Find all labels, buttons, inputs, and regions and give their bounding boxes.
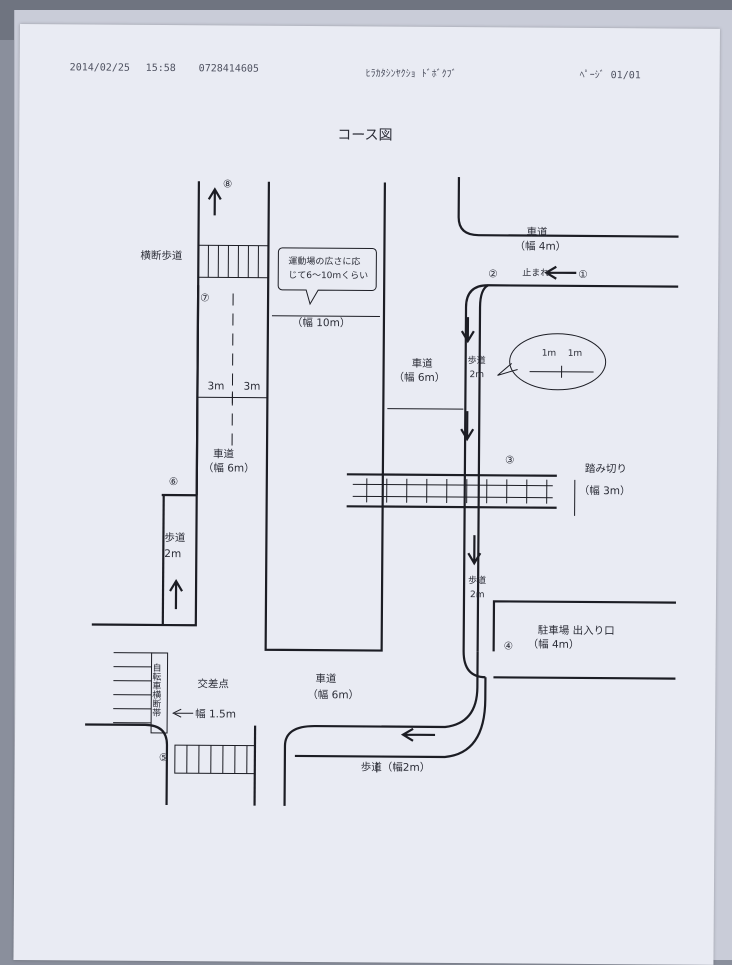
crosswalk-top	[198, 245, 268, 277]
marker-8: ⑧	[223, 178, 233, 190]
fax-page: 2014/02/25 15:58 0728414605 ﾋﾗｶﾀｼﾝﾔｸｼｮ ﾄ…	[13, 24, 720, 965]
field-block	[266, 182, 385, 651]
railroad-label: 踏み切り	[585, 462, 627, 475]
one-meter-label-a: 1m	[542, 349, 557, 359]
crosswalk-bottom	[175, 745, 255, 774]
measure-bubble	[509, 333, 605, 390]
right-road-inner-edge	[463, 285, 678, 678]
sidewalk-left-label: 歩道	[164, 531, 186, 544]
road-bottom-width-label: （幅 6m）	[307, 688, 359, 701]
road-left-width-label: （幅 6m）	[203, 461, 255, 474]
railroad-crossing	[347, 474, 557, 507]
left-road-outer-edge	[92, 181, 199, 626]
field-note-line2: じて6～10mくらい	[288, 270, 368, 282]
parking-lower-edge	[493, 677, 675, 678]
course-map: 横断歩道 運動場の広さに応 じて6～10mくらい （幅 10m） 車道 （幅 4…	[13, 24, 720, 965]
sidewalk-right2-width-label: 2m	[470, 590, 485, 600]
sidewalk-right-width-label: 2m	[470, 370, 485, 380]
marker-5: ⑤	[159, 752, 169, 764]
marker-4: ④	[504, 640, 514, 652]
left-road-center-line	[232, 293, 233, 445]
bike-width-label: 幅 1.5m	[195, 707, 236, 720]
bottom-road-upper-edge	[285, 650, 478, 807]
bike-crossing-label: 自転車横断帯	[150, 662, 161, 718]
marker-7: ⑦	[200, 292, 210, 304]
sidewalk-bottom-label: 歩道（幅2m）	[361, 760, 431, 773]
top-right-road-upper-edge	[459, 177, 679, 237]
sidewalk-right-label: 歩道	[468, 354, 486, 366]
marker-3: ③	[505, 454, 515, 466]
intersection-label: 交差点	[197, 677, 229, 690]
road-top-label: 車道	[527, 226, 549, 239]
lane-width-a: 3m	[207, 380, 224, 392]
lane-width-b: 3m	[243, 381, 260, 393]
road-left-label: 車道	[213, 447, 235, 460]
marker-1: ①	[578, 269, 588, 281]
sidewalk-right2-label: 歩道	[468, 574, 486, 586]
road-bottom-label: 車道	[315, 672, 337, 685]
road-mid-label: 車道	[412, 357, 434, 370]
left-road-edge-mid	[162, 285, 198, 495]
stop-sign-label: 止まれ	[522, 267, 549, 279]
crosswalk-label: 横断歩道	[140, 249, 183, 262]
sidewalk-left-width-label: 2m	[164, 548, 181, 560]
field-note-line1: 運動場の広さに応	[288, 255, 360, 268]
road-mid-width-label: （幅 6m）	[393, 371, 445, 384]
one-meter-label-b: 1m	[568, 349, 583, 359]
field-width-label: （幅 10m）	[292, 316, 351, 329]
parking-label: 駐車場 出入り口	[538, 624, 615, 638]
marker-6: ⑥	[169, 476, 179, 488]
bottom-left-road-edge	[85, 724, 168, 805]
road-top-width-label: （幅 4m）	[514, 239, 566, 252]
marker-2: ②	[488, 268, 498, 280]
parking-width-label: （幅 4m）	[528, 638, 580, 651]
railroad-width-label: （幅 3m）	[579, 484, 631, 497]
bottom-sidewalk-edge	[295, 676, 486, 757]
